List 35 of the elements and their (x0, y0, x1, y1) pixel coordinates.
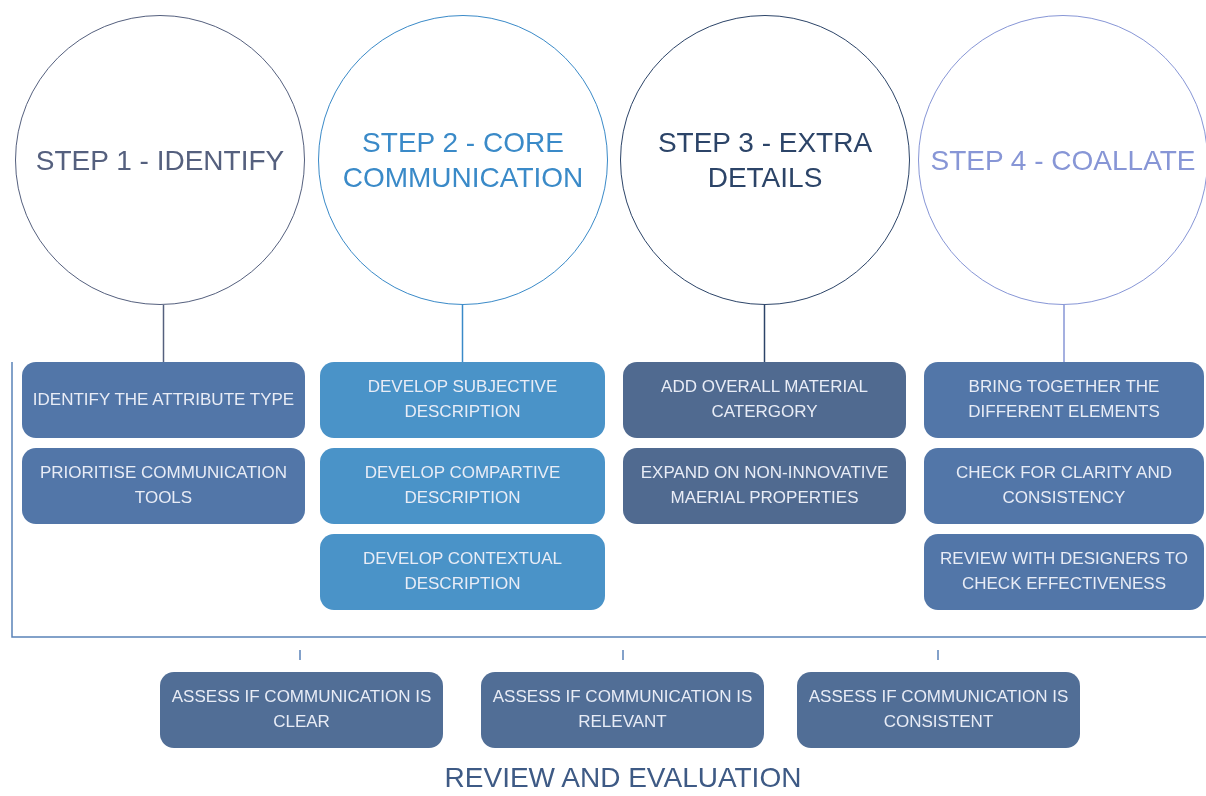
process-box (924, 448, 1204, 524)
process-box (22, 448, 305, 524)
step-title: STEP 3 - EXTRA DETAILS (656, 126, 874, 195)
process-box (924, 362, 1204, 438)
section-caption: REVIEW AND EVALUATION (444, 762, 802, 794)
box-label: CHECK FOR CLARITY AND CONSISTENCY (955, 462, 1173, 509)
box-label: DEVELOP SUBJECTIVE DESCRIPTION (366, 376, 559, 423)
process-box (320, 448, 605, 524)
box-label: DEVELOP COMPARTIVE DESCRIPTION (363, 462, 562, 509)
box-label: PRIORITISE COMMUNICATION TOOLS (38, 462, 289, 509)
process-box (22, 362, 305, 438)
process-box (320, 534, 605, 610)
box-label: ASSESS IF COMMUNICATION IS CONSISTENT (807, 686, 1070, 733)
connector-line (1063, 304, 1065, 363)
process-box (924, 534, 1204, 610)
step-title: STEP 1 - IDENTIFY (34, 143, 286, 178)
box-label: ADD OVERALL MATERIAL CATERGORY (660, 376, 869, 423)
process-box (481, 672, 764, 748)
box-label: REVIEW WITH DESIGNERS TO CHECK EFFECTIVENESS (939, 548, 1189, 595)
box-label: IDENTIFY THE ATTRIBUTE TYPE (31, 388, 296, 411)
process-box (623, 448, 906, 524)
box-label: DEVELOP CONTEXTUAL DESCRIPTION (362, 548, 563, 595)
connector-line (461, 304, 464, 363)
box-label: ASSESS IF COMMUNICATION IS CLEAR (170, 686, 433, 733)
process-box (797, 672, 1080, 748)
process-box (623, 362, 906, 438)
box-label: EXPAND ON NON-INNOVATIVE MAERIAL PROPERTIES (639, 462, 890, 509)
step-title: STEP 4 - COALLATE (929, 143, 1197, 178)
process-box (320, 362, 605, 438)
connector-line (162, 304, 165, 363)
connector-line (763, 304, 766, 363)
process-box (160, 672, 443, 748)
step-title: STEP 2 - CORE COMMUNICATION (341, 126, 585, 195)
box-label: ASSESS IF COMMUNICATION IS RELEVANT (491, 686, 754, 733)
box-label: BRING TOGETHER THE DIFFERENT ELEMENTS (967, 376, 1161, 423)
